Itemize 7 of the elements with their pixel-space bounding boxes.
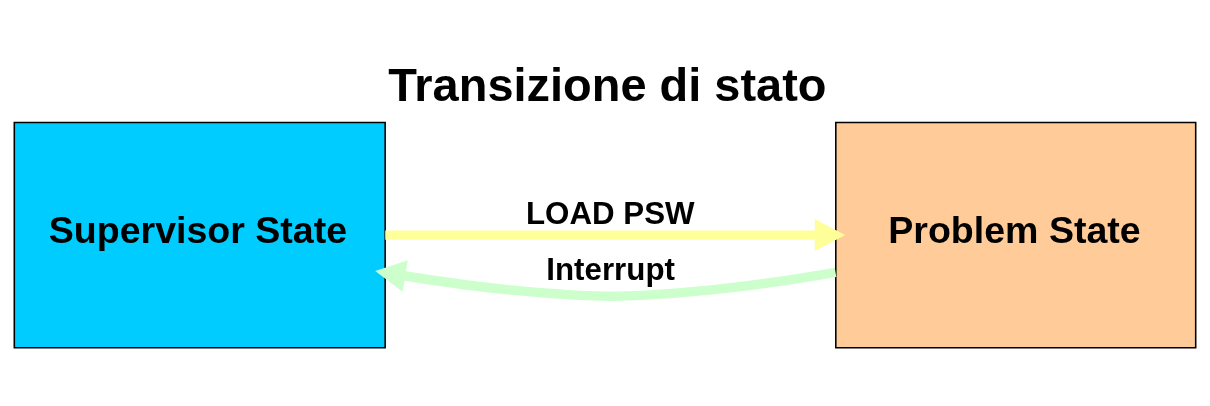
diagram-title: Transizione di stato — [388, 58, 827, 111]
arrow — [375, 260, 837, 301]
edge-label: Interrupt — [546, 252, 675, 288]
arrow — [385, 219, 846, 252]
node-box: Problem State — [835, 121, 1197, 349]
node-box: Supervisor State — [13, 121, 386, 349]
edge-label: LOAD PSW — [525, 196, 695, 232]
